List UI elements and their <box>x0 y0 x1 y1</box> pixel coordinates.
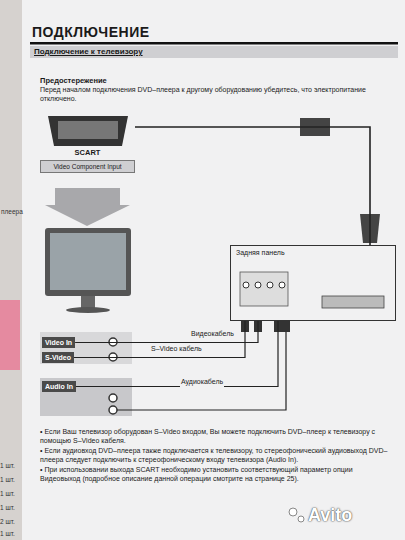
bullet-note: • Если Ваш телевизор оборудован S–Video … <box>40 428 392 445</box>
section-heading: Подключение к телевизору <box>34 47 143 56</box>
cable <box>75 321 258 343</box>
notes-block: • Если Ваш телевизор оборудован S–Video … <box>40 428 392 485</box>
port-name: Audio In <box>45 382 73 391</box>
connector-name: SCART <box>40 148 135 157</box>
bullet-note: • При использовании выхода SCART необход… <box>40 466 392 483</box>
cable-label: S–Video кабель <box>150 345 203 354</box>
audio-input: Audio In <box>42 381 76 392</box>
caution-heading: Предостережение <box>40 76 107 85</box>
margin-count: 1 шт. <box>0 504 15 511</box>
video-input: Video In <box>42 337 75 348</box>
margin-count: 1 шт. <box>0 462 15 469</box>
margin-fragment: плеера <box>1 208 23 215</box>
cable <box>74 321 245 358</box>
margin-count: 1 шт. <box>0 476 15 483</box>
scart-input: SCART Video Component Input <box>40 112 135 173</box>
cable-label: Аудиокабель <box>180 378 224 387</box>
page-title: ПОДКЛЮЧЕНИЕ <box>32 24 150 40</box>
bullet-note: • Если аудиовход DVD–плеера также подклю… <box>40 447 392 464</box>
port-name: Задняя панель <box>236 249 390 256</box>
rear-panel: Задняя панель <box>230 245 396 321</box>
cable <box>76 321 278 387</box>
connector-caption: Video Component Input <box>40 160 135 173</box>
svideo-input: S-Video <box>42 352 74 363</box>
port-name: Video In <box>45 338 72 347</box>
caution-note: Перед началом подключения DVD–плеера к д… <box>40 86 385 103</box>
cable-label: Видеокабель <box>190 330 235 339</box>
margin-count: 1 шт. <box>0 490 15 497</box>
margin-count: 1 шт. <box>0 530 15 537</box>
cable <box>135 127 370 245</box>
watermark: Avito <box>308 505 352 526</box>
margin-count: 2 шт. <box>0 518 15 525</box>
port-name: S-Video <box>45 353 71 362</box>
